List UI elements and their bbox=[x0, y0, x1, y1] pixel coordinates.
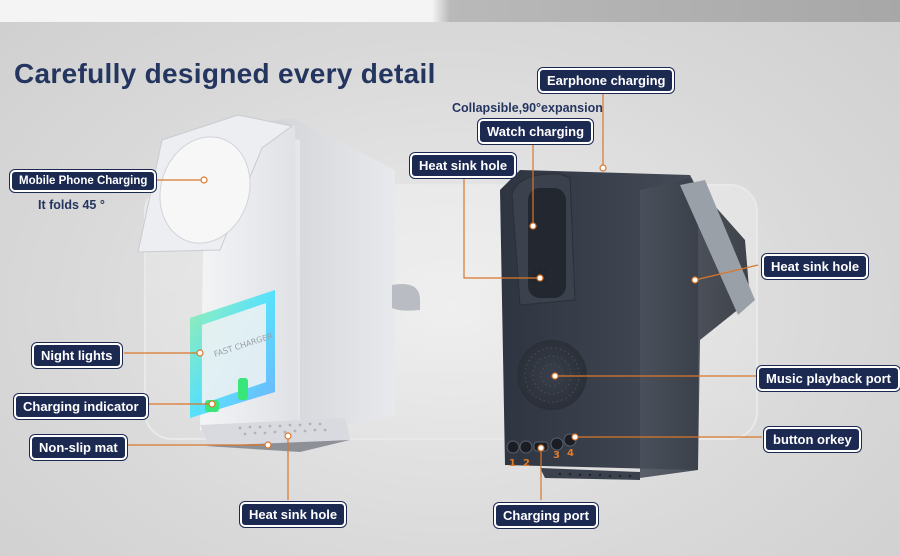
label-charging-port: Charging port bbox=[494, 503, 598, 528]
port-number-3: 3 bbox=[553, 450, 560, 461]
label-non-slip-mat: Non-slip mat bbox=[30, 435, 127, 460]
label-watch-charging: Watch charging bbox=[478, 119, 594, 144]
label-heat-sink-hole-back: Heat sink hole bbox=[410, 153, 517, 178]
label-it-folds: It folds 45 ° bbox=[38, 198, 105, 212]
port-number-2: 2 bbox=[523, 458, 530, 469]
headline: Carefully designed every detail bbox=[14, 58, 436, 89]
label-charging-indicator: Charging indicator bbox=[14, 394, 148, 419]
label-heat-sink-hole-right: Heat sink hole bbox=[762, 254, 869, 279]
label-collapsible: Collapsible,90°expansion bbox=[452, 101, 603, 115]
label-heat-sink-hole-bottom: Heat sink hole bbox=[240, 502, 347, 527]
white-charger: FAST CHARGER bbox=[137, 114, 420, 452]
label-mobile-phone-charging: Mobile Phone Charging bbox=[10, 170, 157, 192]
label-button-or-key: button orkey bbox=[764, 427, 861, 452]
label-music-playback-port: Music playback port bbox=[757, 366, 900, 391]
indicator-light bbox=[238, 378, 248, 400]
label-night-lights: Night lights bbox=[32, 343, 122, 368]
top-band bbox=[0, 0, 900, 22]
port-number-1: 1 bbox=[509, 458, 516, 469]
label-earphone-charging: Earphone charging bbox=[538, 68, 675, 93]
port-number-4: 4 bbox=[567, 448, 574, 459]
watch-charging-slot bbox=[528, 188, 566, 298]
